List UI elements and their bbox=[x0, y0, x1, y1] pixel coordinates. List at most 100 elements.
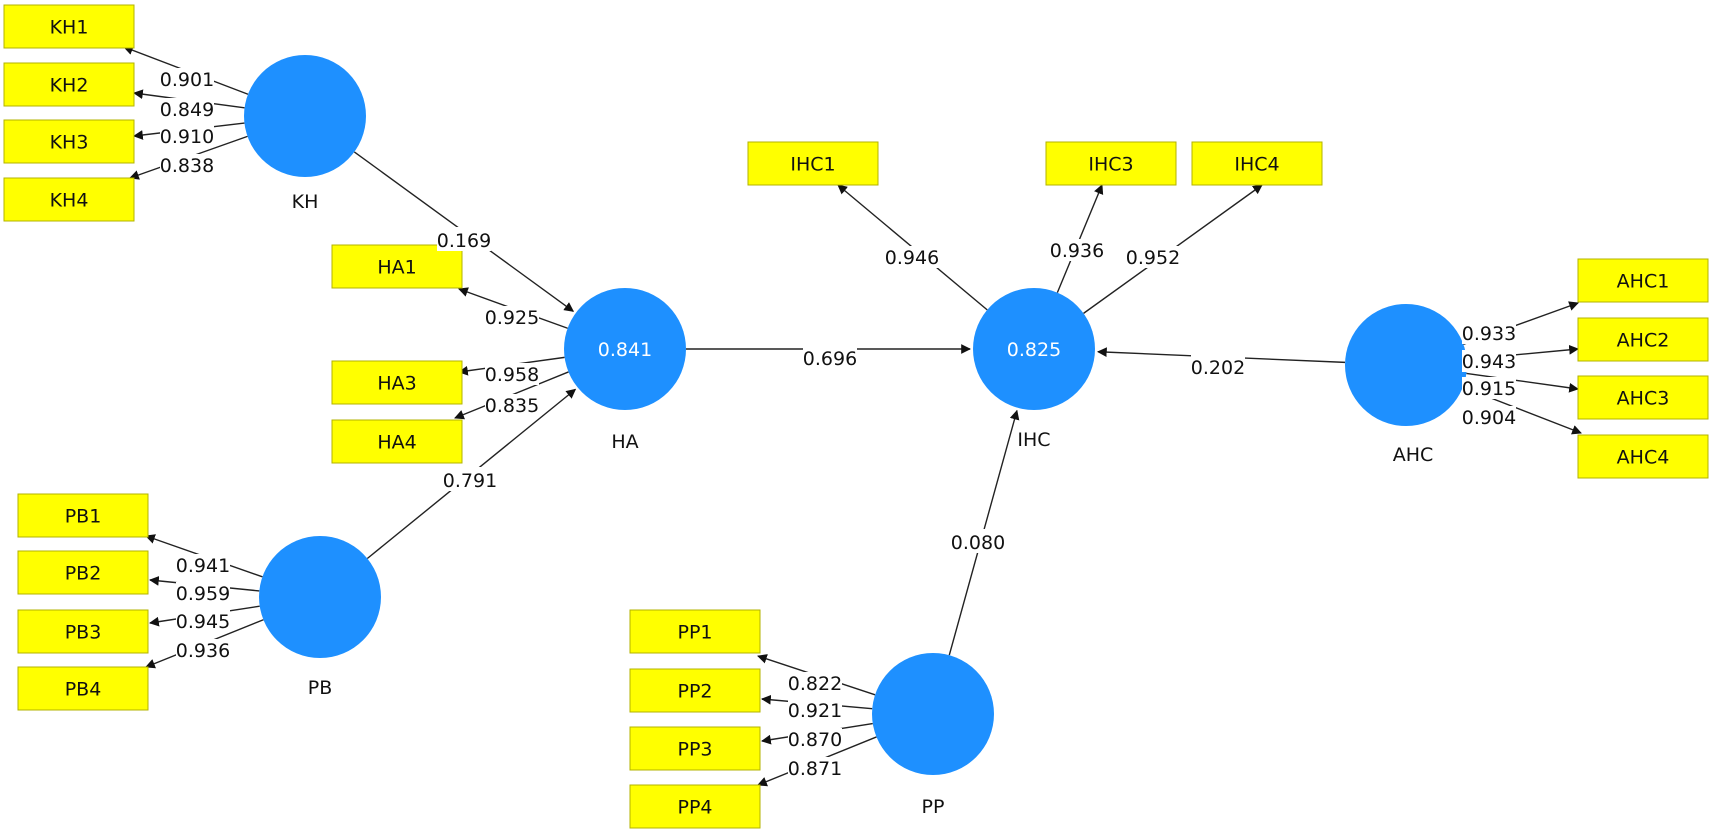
construct-label: AHC bbox=[1393, 444, 1434, 466]
construct-ahc[interactable]: AHC bbox=[1345, 304, 1467, 466]
indicator-ihc4[interactable]: IHC4 bbox=[1191, 141, 1323, 186]
construct-circle[interactable] bbox=[1345, 304, 1467, 426]
indicator-box[interactable] bbox=[629, 668, 761, 713]
indicator-kh3[interactable]: KH3 bbox=[3, 119, 135, 164]
loading-value-pb3: 0.945 bbox=[176, 611, 230, 633]
loading-backdrop bbox=[885, 246, 939, 268]
construct-label: KH bbox=[292, 191, 319, 213]
indicator-pb4[interactable]: PB4 bbox=[17, 666, 149, 711]
construct-circle[interactable] bbox=[259, 536, 381, 658]
loading-backdrop bbox=[1462, 406, 1516, 428]
indicator-pp2[interactable]: PP2 bbox=[629, 668, 761, 713]
loading-value-ihc3: 0.936 bbox=[1050, 240, 1104, 262]
indicator-label: AHC4 bbox=[1617, 447, 1670, 469]
loading-backdrop bbox=[788, 672, 842, 694]
indicator-box[interactable] bbox=[3, 62, 135, 107]
indicator-label: KH2 bbox=[50, 75, 89, 97]
indicator-box[interactable] bbox=[1577, 375, 1709, 420]
indicator-ahc1[interactable]: AHC1 bbox=[1577, 258, 1709, 303]
indicator-kh1[interactable]: KH1 bbox=[3, 4, 135, 49]
indicator-ha1[interactable]: HA1 bbox=[331, 244, 463, 289]
indicator-box[interactable] bbox=[629, 609, 761, 654]
construct-pb[interactable]: PB bbox=[259, 536, 381, 699]
indicator-ha3[interactable]: HA3 bbox=[331, 360, 463, 405]
loading-backdrop bbox=[788, 699, 842, 721]
indicator-box[interactable] bbox=[629, 784, 761, 829]
indicator-box[interactable] bbox=[1191, 141, 1323, 186]
loading-backdrop bbox=[160, 125, 214, 147]
construct-label: HA bbox=[611, 431, 638, 453]
indicator-box[interactable] bbox=[3, 4, 135, 49]
indicator-pp3[interactable]: PP3 bbox=[629, 726, 761, 771]
indicator-box[interactable] bbox=[3, 177, 135, 222]
loading-arrow-ihc3 bbox=[1056, 184, 1104, 293]
indicator-pb3[interactable]: PB3 bbox=[17, 609, 149, 654]
indicator-box[interactable] bbox=[17, 666, 149, 711]
loading-value-pb4: 0.936 bbox=[176, 640, 230, 662]
indicator-box[interactable] bbox=[17, 550, 149, 595]
indicator-box[interactable] bbox=[17, 493, 149, 538]
construct-circle[interactable] bbox=[564, 288, 686, 410]
loading-value-ahc4: 0.904 bbox=[1462, 407, 1516, 429]
indicator-ihc1[interactable]: IHC1 bbox=[747, 141, 879, 186]
loading-backdrop bbox=[160, 154, 214, 176]
loading-value-ahc1: 0.933 bbox=[1462, 323, 1516, 345]
loading-value-ha3: 0.958 bbox=[485, 364, 539, 386]
loading-value-ha4: 0.835 bbox=[485, 395, 539, 417]
indicator-box[interactable] bbox=[1577, 258, 1709, 303]
path-coefficient-backdrop bbox=[437, 227, 491, 251]
indicator-label: PB4 bbox=[65, 679, 102, 701]
indicator-ha4[interactable]: HA4 bbox=[331, 419, 463, 464]
indicator-box[interactable] bbox=[1577, 434, 1709, 479]
indicator-box[interactable] bbox=[1045, 141, 1177, 186]
indicator-pp1[interactable]: PP1 bbox=[629, 609, 761, 654]
indicator-ahc3[interactable]: AHC3 bbox=[1577, 375, 1709, 420]
indicator-box[interactable] bbox=[17, 609, 149, 654]
construct-circle[interactable] bbox=[872, 653, 994, 775]
indicator-label: AHC2 bbox=[1617, 330, 1670, 352]
loading-backdrop bbox=[1462, 350, 1516, 372]
indicator-label: KH4 bbox=[50, 190, 89, 212]
indicator-kh4[interactable]: KH4 bbox=[3, 177, 135, 222]
indicator-kh2[interactable]: KH2 bbox=[3, 62, 135, 107]
loading-value-pp3: 0.870 bbox=[788, 729, 842, 751]
indicator-box[interactable] bbox=[1577, 317, 1709, 362]
indicator-label: IHC3 bbox=[1088, 154, 1133, 176]
indicator-label: PP4 bbox=[677, 797, 712, 819]
indicator-box[interactable] bbox=[747, 141, 879, 186]
indicator-label: KH3 bbox=[50, 132, 89, 154]
indicator-ahc4[interactable]: AHC4 bbox=[1577, 434, 1709, 479]
loading-value-pp4: 0.871 bbox=[788, 758, 842, 780]
r-squared-value: 0.841 bbox=[598, 339, 652, 361]
indicator-box[interactable] bbox=[3, 119, 135, 164]
construct-kh[interactable]: KH bbox=[244, 55, 366, 213]
construct-circle[interactable] bbox=[244, 55, 366, 177]
indicator-label: PB3 bbox=[65, 622, 102, 644]
indicator-label: HA3 bbox=[377, 373, 416, 395]
path-coefficient-backdrop bbox=[1191, 354, 1245, 378]
indicator-box[interactable] bbox=[331, 244, 463, 289]
construct-circle[interactable] bbox=[973, 288, 1095, 410]
construct-pp[interactable]: PP bbox=[872, 653, 994, 818]
path-coefficient-backdrop bbox=[443, 467, 497, 491]
indicator-pb1[interactable]: PB1 bbox=[17, 493, 149, 538]
indicator-label: AHC1 bbox=[1617, 271, 1670, 293]
indicator-label: PP2 bbox=[677, 681, 712, 703]
loading-backdrop bbox=[788, 757, 842, 779]
indicator-ihc3[interactable]: IHC3 bbox=[1045, 141, 1177, 186]
indicator-box[interactable] bbox=[331, 419, 463, 464]
indicator-box[interactable] bbox=[629, 726, 761, 771]
path-coefficient-kh-ha: 0.169 bbox=[437, 230, 491, 252]
r-squared-value: 0.825 bbox=[1007, 339, 1061, 361]
indicator-ahc2[interactable]: AHC2 bbox=[1577, 317, 1709, 362]
indicator-box[interactable] bbox=[331, 360, 463, 405]
indicator-label: HA4 bbox=[377, 432, 416, 454]
loading-backdrop bbox=[485, 363, 539, 385]
indicator-label: IHC1 bbox=[790, 154, 835, 176]
indicator-pb2[interactable]: PB2 bbox=[17, 550, 149, 595]
indicator-pp4[interactable]: PP4 bbox=[629, 784, 761, 829]
